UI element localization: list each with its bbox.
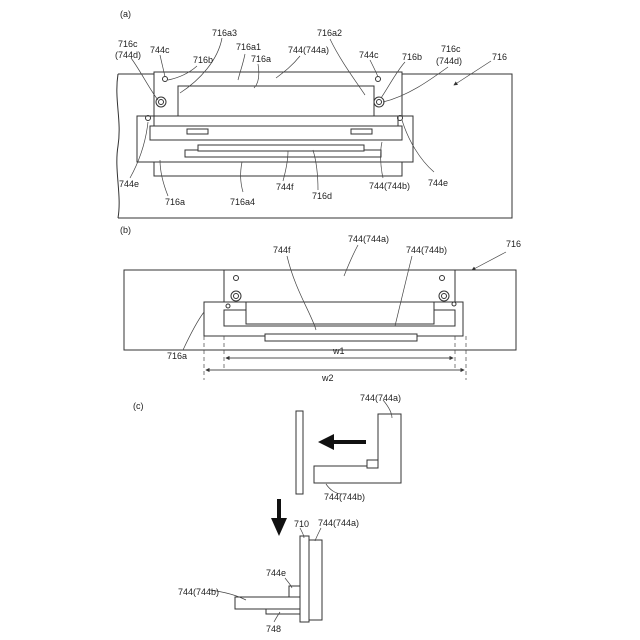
label-b-716: 716: [506, 239, 521, 249]
panel-a-label: (a): [120, 9, 131, 19]
label-b-744-744b: 744(744b): [406, 245, 447, 255]
frame-744b-top: [154, 116, 398, 126]
label-c-744-744b-bottom: 744(744b): [178, 587, 219, 597]
label-744-744a: 744(744a): [288, 45, 329, 55]
label-744d-right: (744d): [436, 56, 462, 66]
label-744e-right: 744e: [428, 178, 448, 188]
label-716: 716: [492, 52, 507, 62]
plate-744a-c-bottom: [309, 540, 322, 620]
label-716a1: 716a1: [236, 42, 261, 52]
bracket-744a-c-top: [314, 414, 401, 483]
label-716a-bottom: 716a: [165, 197, 185, 207]
plate-744a-c-top-flat: [296, 411, 303, 494]
label-716a2: 716a2: [317, 28, 342, 38]
label-b-744f: 744f: [273, 245, 291, 255]
label-716a4: 716a4: [230, 197, 255, 207]
label-c-744e: 744e: [266, 568, 286, 578]
label-744c-right: 744c: [359, 50, 379, 60]
panel-b: (b) 744f 744(744a) 744(7: [120, 225, 521, 383]
label-c-744-744a-bottom: 744(744a): [318, 518, 359, 528]
label-744c-left: 744c: [150, 45, 170, 55]
label-716d: 716d: [312, 191, 332, 201]
panel-c-label: (c): [133, 401, 144, 411]
label-c-710: 710: [294, 519, 309, 529]
step-744e-c-top: [367, 460, 378, 468]
slot-left: [187, 129, 208, 134]
rail-716d: [198, 145, 364, 151]
bracket-744b-c-bottom: [235, 597, 300, 609]
label-744-744b: 744(744b): [369, 181, 410, 191]
label-c-748: 748: [266, 624, 281, 634]
label-716c-left: 716c: [118, 39, 138, 49]
label-716b-left: 716b: [193, 55, 213, 65]
panel-a: (a): [115, 9, 512, 218]
step-744e-c-bottom: [289, 586, 300, 597]
slot-right: [351, 129, 372, 134]
arrow-down: [271, 499, 287, 536]
panel-c: (c) 744(744a) 744(744b) 710 744(744a) 74…: [133, 393, 401, 634]
frame-744b-b-top: [246, 302, 434, 324]
case-716-break-left: [117, 74, 119, 218]
label-b-w2: w2: [321, 373, 334, 383]
label-716a-top: 716a: [251, 54, 271, 64]
label-716c-right: 716c: [441, 44, 461, 54]
label-b-w1: w1: [332, 346, 345, 356]
panel-b-label: (b): [120, 225, 131, 235]
label-744f: 744f: [276, 182, 294, 192]
arrow-left: [318, 434, 366, 450]
part-748: [266, 609, 300, 614]
label-b-744-744a: 744(744a): [348, 234, 389, 244]
label-744d-left: (744d): [115, 50, 141, 60]
label-716b-right: 716b: [402, 52, 422, 62]
label-716a3: 716a3: [212, 28, 237, 38]
label-c-744-744a-top: 744(744a): [360, 393, 401, 403]
rail-744f-b: [265, 334, 417, 341]
label-744e-left: 744e: [119, 179, 139, 189]
label-b-716a: 716a: [167, 351, 187, 361]
plate-710: [300, 536, 309, 622]
label-c-744-744b-top: 744(744b): [324, 492, 365, 502]
